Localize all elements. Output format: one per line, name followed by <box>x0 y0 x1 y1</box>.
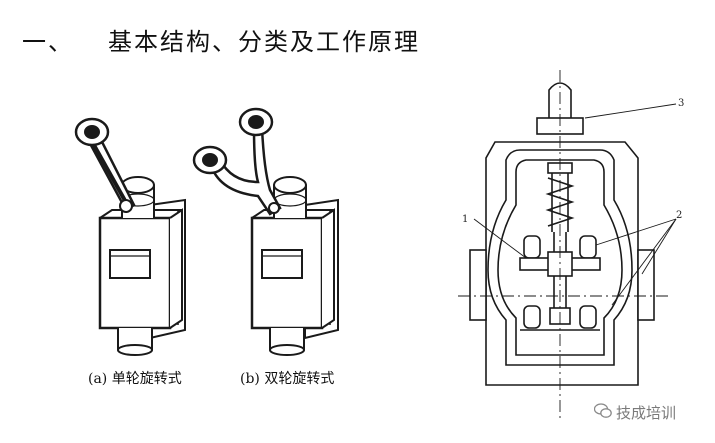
caption-single-wheel: (a) 单轮旋转式 <box>88 371 182 387</box>
single-wheel-switch-drawing <box>74 117 186 356</box>
label-2: 2 <box>676 210 682 221</box>
section-diagram <box>458 70 677 420</box>
label-3: 3 <box>678 98 684 109</box>
wechat-icon <box>593 402 612 423</box>
label-1: 1 <box>462 214 468 225</box>
watermark-text: 技成培训 <box>616 404 677 422</box>
heading-number: 一、 <box>22 28 74 56</box>
double-wheel-switch-drawing <box>192 107 339 356</box>
watermark: 技成培训 <box>593 402 677 423</box>
page-heading: 一、 基本结构、分类及工作原理 <box>22 22 420 57</box>
caption-double-wheel: (b) 双轮旋转式 <box>240 371 335 387</box>
heading-title: 基本结构、分类及工作原理 <box>108 28 420 56</box>
